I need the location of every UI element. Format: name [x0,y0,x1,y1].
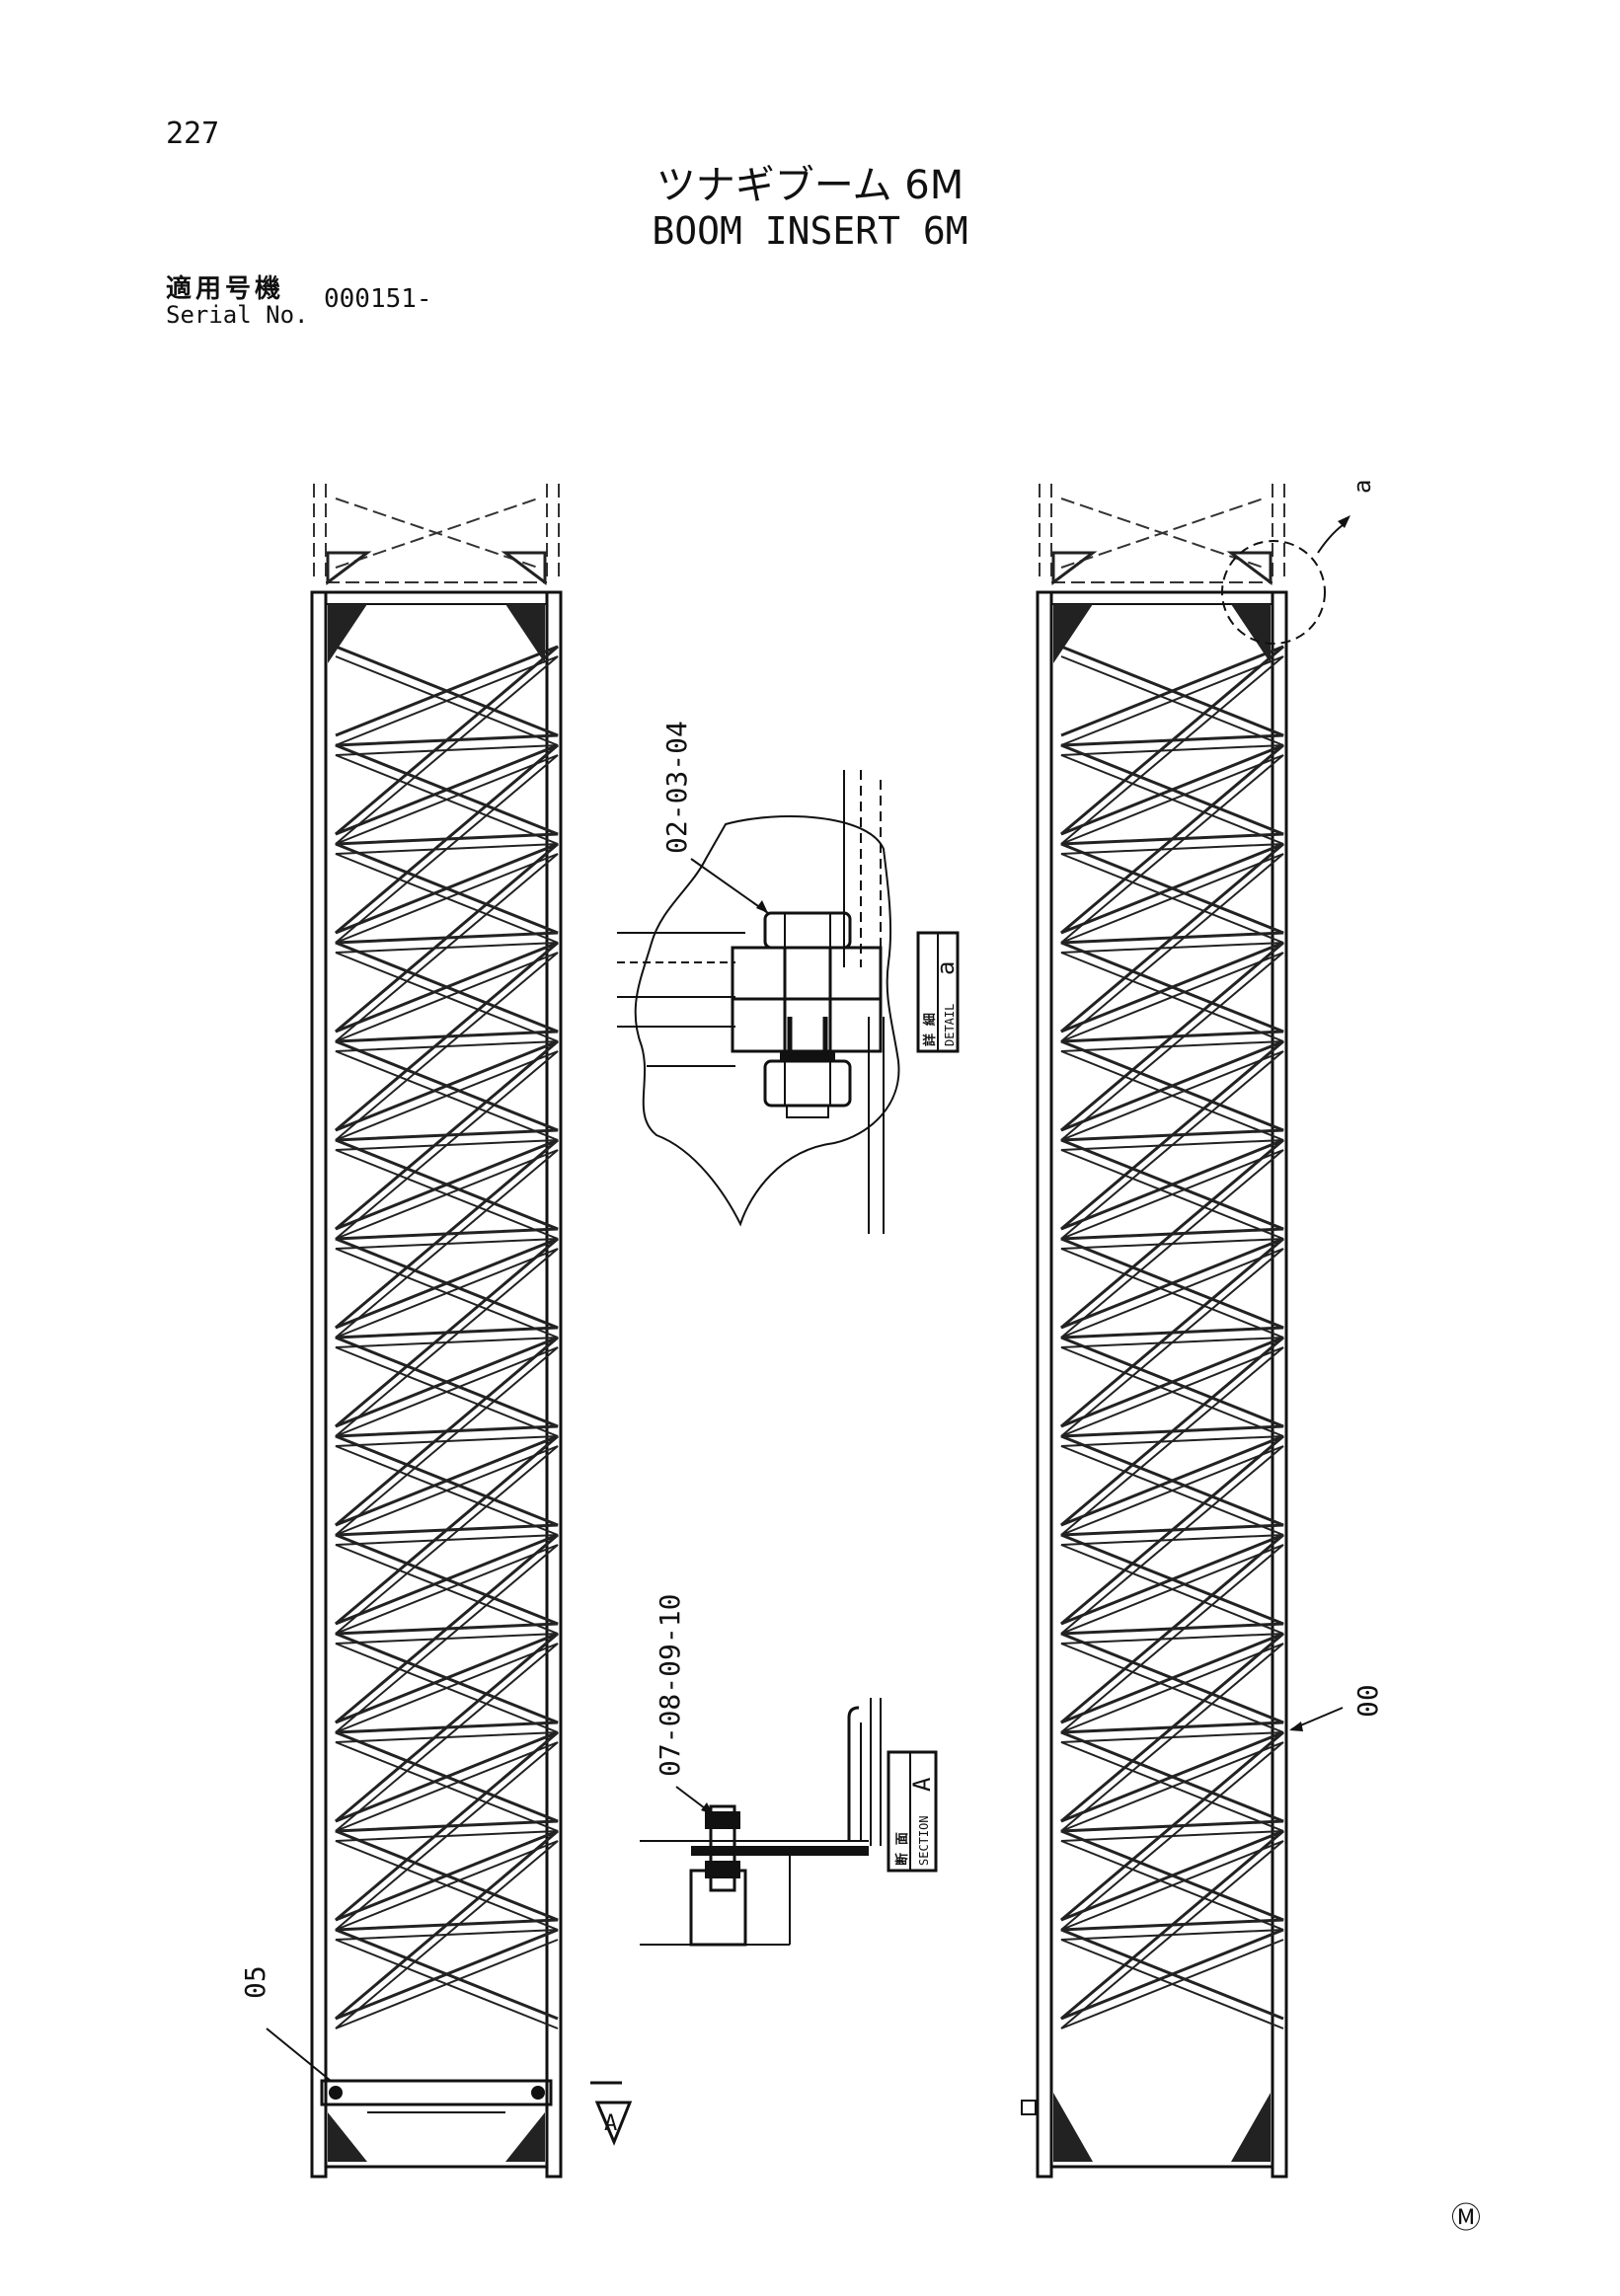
section-a-view: 07-08-09-10 [640,1594,882,1947]
callout-05-label: 05 [239,1965,271,1999]
right-boom-view [1021,484,1288,2179]
page-title-english: BOOM INSERT 6M [652,209,968,253]
detail-tag-japanese: 詳 細 [922,1013,938,1046]
section-arrow-a: A [590,2081,633,2146]
section-tag-id: A [908,1777,936,1792]
section-tag-english: SECTION [917,1815,931,1866]
detail-a-bolt-view: 02-03-04 [617,721,900,1234]
callout-07-08-09-10-label: 07-08-09-10 [654,1594,686,1777]
callout-00: 00 [1289,1684,1384,1731]
detail-a-tag: 詳 細 DETAIL a [916,931,960,1053]
detail-marker-label: a [1349,480,1376,494]
serial-label-english: Serial No. [166,301,309,329]
detail-circle-a: a [1221,480,1376,645]
detail-tag-id: a [932,961,960,975]
callout-02-03-04-label: 02-03-04 [660,721,693,854]
callout-05: 05 [239,1965,332,2082]
left-boom-view [310,484,563,2179]
detail-tag-english: DETAIL [943,1004,957,1046]
corner-mark: Ⓜ [1451,2201,1481,2236]
section-tag-japanese: 断 面 [894,1832,910,1866]
page-number: 227 [166,116,220,151]
page-title-japanese: ツナギブーム 6M [656,163,964,208]
section-arrow-label: A [604,2111,617,2136]
serial-number-value: 000151- [324,284,432,314]
section-a-tag: 断 面 SECTION A [887,1750,938,1873]
callout-00-label: 00 [1351,1684,1384,1718]
serial-label-japanese: 適用号機 [166,274,285,304]
